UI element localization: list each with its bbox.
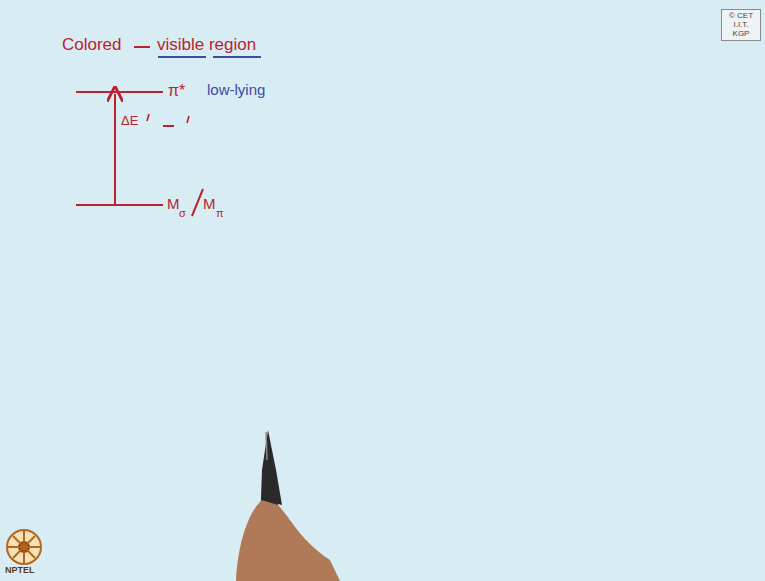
nptel-logo <box>7 530 41 564</box>
orbital-symbol: M <box>203 196 216 213</box>
energy-level-short <box>163 125 174 127</box>
slash-stroke <box>192 189 203 216</box>
energy-label: ΔE <box>121 114 138 128</box>
heading-phrase: visible region <box>157 36 256 55</box>
underline <box>213 56 261 58</box>
orbital-label: π* <box>168 82 185 100</box>
tick-mark <box>187 116 189 123</box>
orbital-symbol: M <box>167 196 180 213</box>
energy-gap-arrow <box>114 94 116 205</box>
dash-stroke <box>134 46 150 48</box>
heading-word: Colored <box>62 36 122 55</box>
tick-mark <box>147 114 149 121</box>
annotation: low-lying <box>207 82 265 99</box>
underline <box>158 56 206 58</box>
logo-text: NPTEL <box>5 566 35 576</box>
orbital-subscript: π <box>216 207 224 219</box>
copyright-badge: © CET I.I.T. KGP <box>721 9 761 41</box>
copyright-text: © CET I.I.T. KGP <box>725 11 757 39</box>
pen-and-hand <box>236 430 340 581</box>
energy-level <box>76 91 163 93</box>
orbital-subscript: σ <box>179 207 186 219</box>
energy-level <box>76 204 163 206</box>
